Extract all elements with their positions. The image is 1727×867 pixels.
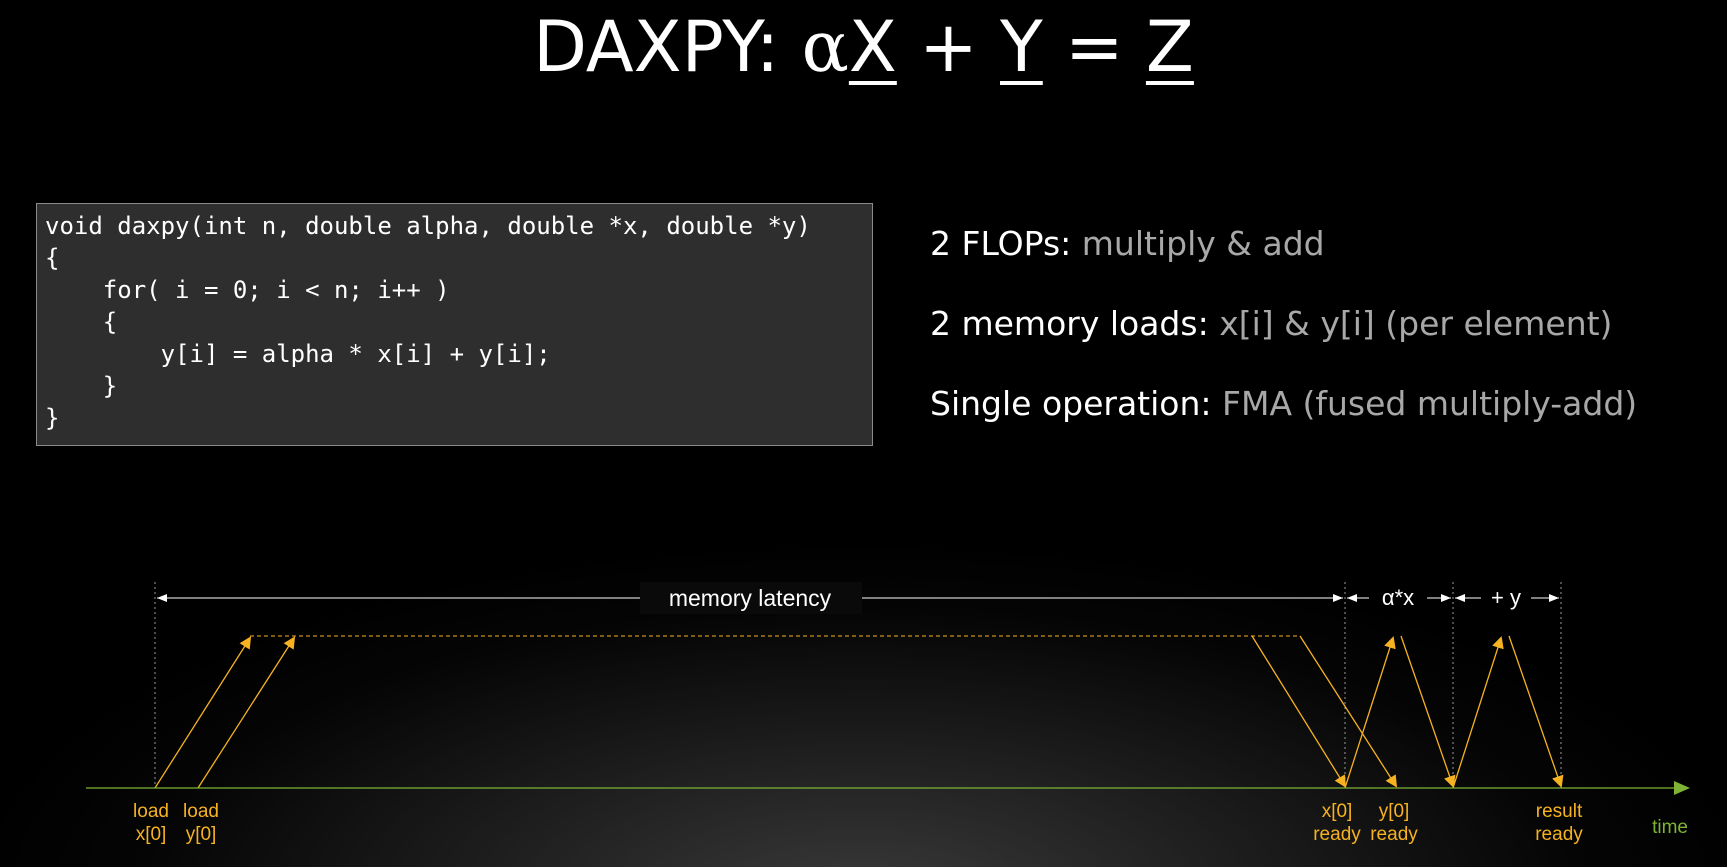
latency-label-bg (640, 582, 862, 614)
load-x0-arrow (154, 636, 252, 789)
fact-flops: 2 FLOPs: multiply & add (930, 224, 1325, 264)
y0-return-arrow (1299, 635, 1398, 788)
title-x: X (848, 6, 897, 88)
title-z: Z (1145, 6, 1194, 88)
fact-memory-loads: 2 memory loads: x[i] & y[i] (per element… (930, 304, 1612, 344)
code-line: { (45, 308, 118, 336)
x0-return-arrow (1251, 635, 1347, 788)
fact-value: multiply & add (1081, 224, 1325, 263)
x0-ready-label-line2: ready (1313, 824, 1361, 845)
code-line: { (45, 244, 60, 272)
title-equals: = (1042, 6, 1146, 88)
code-line: y[i] = alpha * x[i] + y[i]; (45, 340, 551, 368)
fact-key: Single operation: (930, 384, 1222, 423)
fact-value: x[i] & y[i] (per element) (1219, 304, 1613, 343)
result-ready-label-line1: result (1536, 801, 1583, 822)
code-line: void daxpy(int n, double alpha, double *… (45, 212, 811, 240)
load-x0-label-line2: x[0] (136, 824, 167, 845)
multiply-start-arrow (1344, 636, 1396, 789)
x0-ready-label-line1: x[0] (1322, 801, 1353, 822)
y0-ready-label-line2: ready (1370, 824, 1418, 845)
load-y0-arrow (197, 636, 296, 789)
slide-title: DAXPY: αX + Y = Z (0, 2, 1727, 92)
fact-key: 2 memory loads: (930, 304, 1220, 343)
latency-timeline-diagram: memory latency α*x + y time load x[0] lo… (86, 582, 1690, 845)
fact-key: 2 FLOPs: (930, 224, 1082, 263)
code-block: void daxpy(int n, double alpha, double *… (36, 203, 873, 446)
multiply-end-arrow (1400, 635, 1456, 788)
time-axis-label: time (1652, 817, 1688, 838)
plus-y-label: + y (1491, 585, 1521, 610)
result-ready-label-line2: ready (1535, 824, 1583, 845)
memory-latency-label: memory latency (669, 585, 832, 611)
load-y0-label-line2: y[0] (186, 824, 217, 845)
code-line: } (45, 372, 118, 400)
fact-single-operation: Single operation: FMA (fused multiply-ad… (930, 384, 1637, 424)
title-prefix: DAXPY: (533, 6, 802, 88)
load-y0-label-line1: load (183, 801, 219, 822)
add-end-arrow (1508, 635, 1564, 788)
code-line: } (45, 404, 60, 432)
load-x0-label-line1: load (133, 801, 169, 822)
title-alpha: α (801, 6, 849, 88)
title-plus: + (896, 6, 1000, 88)
alpha-x-label: α*x (1382, 585, 1414, 610)
title-y: Y (1000, 6, 1043, 88)
code-line: for( i = 0; i < n; i++ ) (45, 276, 450, 304)
fact-value: FMA (fused multiply-add) (1222, 384, 1638, 423)
y0-ready-label-line1: y[0] (1379, 801, 1410, 822)
add-start-arrow (1452, 636, 1504, 789)
